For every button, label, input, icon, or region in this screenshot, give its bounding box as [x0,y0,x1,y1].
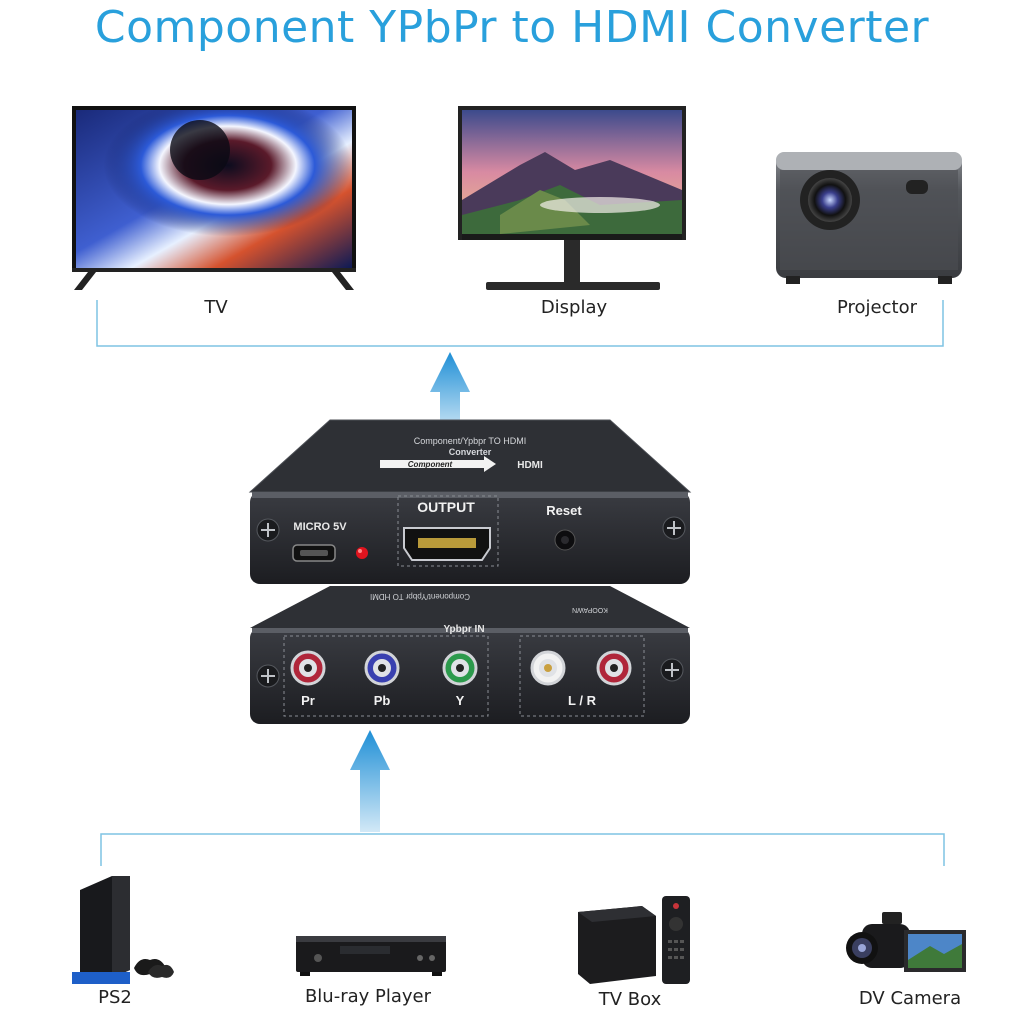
hdmi-text: HDMI [517,460,543,471]
device-bottom-text: Component/Ypbpr TO HDMI [370,592,470,601]
component-arrow-label: Component [408,460,453,469]
device-top-text: Component/Ypbpr TO HDMI [414,436,527,446]
dv-camera-label: DV Camera [858,988,962,1009]
y-label: Y [456,693,465,708]
power-led-icon [356,547,368,559]
component-arrow-icon [380,456,496,472]
video-input-frame [283,635,489,717]
audio-input-frame [519,635,645,717]
display-label: Display [540,297,608,318]
bluray-label: Blu-ray Player [304,986,432,1007]
ypbpr-in-label: Ypbpr IN [443,624,484,635]
bluray-player-illustration [296,936,446,976]
projector-label: Projector [837,297,917,318]
lr-label: L / R [568,693,597,708]
pb-label: Pb [374,693,391,708]
projector-illustration [776,152,962,284]
output-bracket-line [96,300,944,347]
rca-jack-pr [290,650,326,686]
output-port-frame [397,495,499,567]
dv-camera-illustration [846,912,966,972]
screw-icon [256,518,280,542]
tv-label: TV [204,297,228,318]
screw-icon [660,658,684,682]
pr-label: Pr [301,693,315,708]
micro-usb-label: MICRO 5V [293,521,347,533]
rca-jack-r [596,650,632,686]
rca-jack-l [530,650,566,686]
input-bracket-line [100,833,945,866]
output-arrow-icon [430,352,470,440]
input-arrow-icon [350,730,390,832]
reset-label: Reset [546,503,582,518]
screw-icon [256,664,280,688]
hdmi-port [403,527,491,561]
rca-jack-pb [364,650,400,686]
device-top-text2: Converter [449,447,492,457]
ps2-illustration [72,876,174,984]
output-label: OUTPUT [417,499,475,515]
diagram-title: Component YPbPr to HDMI Converter [94,2,930,53]
ps2-label: PS2 [98,987,132,1008]
display-illustration [458,106,686,290]
screw-icon [662,516,686,540]
brand-text: KOOPAWN [572,606,608,613]
tv-box-illustration [578,896,690,984]
tv-box-label: TV Box [598,989,662,1010]
rca-jack-y [442,650,478,686]
tv-illustration [72,106,356,290]
